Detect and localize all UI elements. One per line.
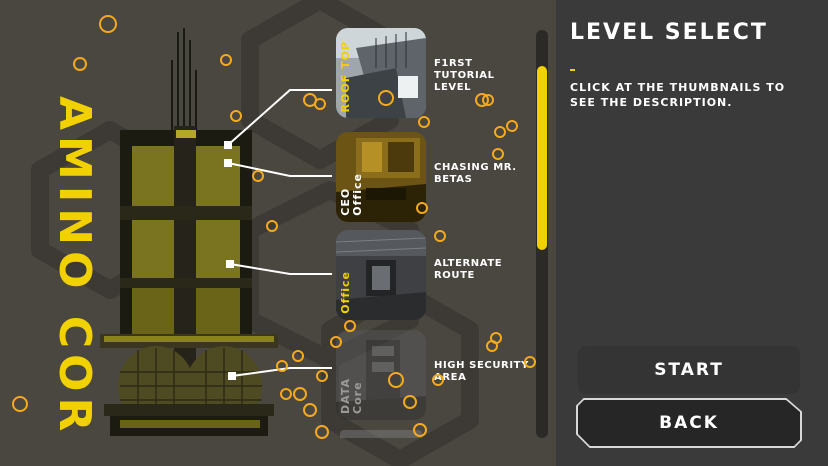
orange-ring	[492, 148, 504, 160]
orange-ring	[413, 423, 427, 437]
back-button[interactable]: BACK	[578, 400, 800, 446]
orange-ring	[330, 336, 342, 348]
orange-ring	[12, 396, 28, 412]
orange-ring	[403, 395, 417, 409]
orange-ring	[506, 120, 518, 132]
orange-ring	[315, 425, 329, 439]
orange-ring	[486, 340, 498, 352]
orange-ring	[524, 356, 536, 368]
orange-ring	[475, 93, 489, 107]
title-accent-dash	[570, 69, 575, 71]
orange-ring	[73, 57, 87, 71]
orange-ring	[252, 170, 264, 182]
scrollbar-thumb[interactable]	[537, 66, 547, 250]
ceo-office-preview-image	[336, 132, 426, 222]
orange-ring	[303, 403, 317, 417]
orange-ring	[99, 15, 117, 33]
orange-ring	[292, 350, 304, 362]
orange-ring	[434, 230, 446, 242]
orange-ring	[293, 387, 307, 401]
orange-ring	[316, 370, 328, 382]
level-thumbnail-next-partial	[340, 430, 422, 438]
orange-ring	[276, 360, 288, 372]
orange-ring	[494, 126, 506, 138]
game-title-vertical: AMINO CORI	[52, 96, 96, 440]
orange-ring	[378, 90, 394, 106]
level-description-4: HIGH SECURITY AREA	[434, 360, 529, 383]
level-description-text: Click at the thumbnails to see the descr…	[570, 81, 786, 109]
orange-ring	[418, 116, 430, 128]
panel-title: LEVEL SELECT	[570, 20, 768, 45]
floating-rings	[12, 15, 536, 439]
orange-ring	[344, 320, 356, 332]
orange-ring	[416, 202, 428, 214]
level-description-3: ALTERNATE ROUTE	[434, 258, 503, 281]
back-button-border	[576, 398, 802, 448]
start-button[interactable]: START	[578, 346, 800, 394]
orange-ring	[314, 98, 326, 110]
orange-ring	[280, 388, 292, 400]
connector-lines	[227, 89, 332, 377]
orange-ring	[432, 374, 444, 386]
level-thumbnail-ceo-office[interactable]: CEO Office	[336, 132, 426, 222]
connector-dots	[224, 141, 236, 380]
background-scene	[31, 0, 479, 466]
orange-ring	[230, 110, 242, 122]
orange-ring	[220, 54, 232, 66]
tower-base	[104, 346, 274, 436]
level-description-1: F1RST TUTORIAL LEVEL	[434, 58, 495, 93]
tower-body	[100, 126, 278, 426]
level-info-panel	[556, 0, 828, 466]
tower-antennas	[171, 28, 197, 132]
orange-ring	[266, 220, 278, 232]
level-description-2: CHASING MR. BETAS	[434, 162, 517, 185]
level-thumbnail-office[interactable]: Office	[336, 230, 426, 320]
orange-ring	[482, 94, 494, 106]
office-preview-image	[336, 230, 426, 320]
orange-ring	[388, 372, 404, 388]
